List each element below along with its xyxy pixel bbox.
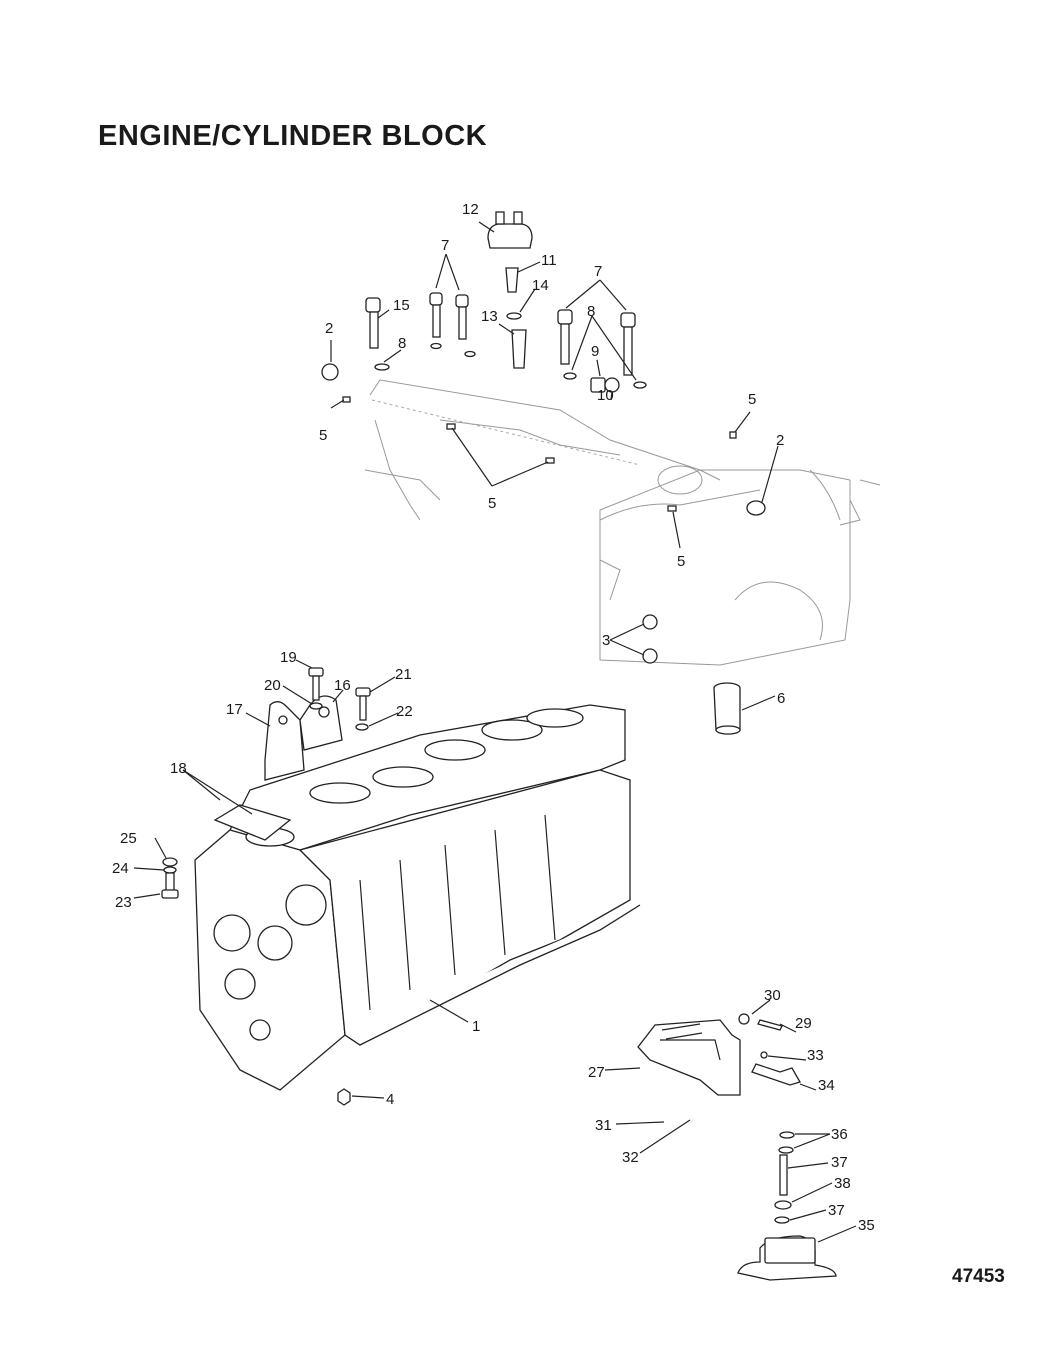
callout-8: 8 <box>587 303 595 320</box>
plug-3 <box>642 648 658 664</box>
callout-9: 9 <box>591 343 599 360</box>
callout-31: 32 <box>622 1149 639 1166</box>
callout-7: 7 <box>441 237 449 254</box>
callout-23: 23 <box>115 894 132 911</box>
injector <box>557 309 573 365</box>
fitting-13 <box>511 329 527 369</box>
injector-group <box>365 292 636 376</box>
washer <box>633 381 647 389</box>
lifting-bracket <box>264 695 343 781</box>
callout-25: 25 <box>120 830 137 847</box>
callout-38: 38 <box>834 1175 851 1192</box>
washer <box>430 342 442 350</box>
callout-2: 2 <box>776 432 784 449</box>
callout-5: 5 <box>677 553 685 570</box>
callout-2: 2 <box>325 320 333 337</box>
callout-7: 7 <box>594 263 602 280</box>
callout-19: 19 <box>280 649 297 666</box>
callout-24: 24 <box>112 860 129 877</box>
plate-18 <box>213 804 292 841</box>
injector-part-15 <box>365 297 381 349</box>
plug-3 <box>642 614 658 630</box>
callout-27: 27 <box>588 1064 605 1081</box>
callout-12: 12 <box>462 201 479 218</box>
callout-22: 22 <box>396 703 413 720</box>
sleeve-6 <box>713 682 741 735</box>
callout-37: 37 <box>828 1202 845 1219</box>
washer-14 <box>506 312 522 320</box>
washer-24 <box>163 866 177 874</box>
callout-36: 37 <box>831 1154 848 1171</box>
callout-15: 15 <box>393 297 410 314</box>
callout-5: 5 <box>488 495 496 512</box>
callout-18: 18 <box>170 760 187 777</box>
washer <box>563 372 577 380</box>
callout-30: 31 <box>595 1117 612 1134</box>
callout-21: 21 <box>395 666 412 683</box>
fitting-11 <box>505 267 519 293</box>
plug-2-right <box>746 500 766 516</box>
bolt-23 <box>161 872 179 899</box>
sender-unit <box>487 211 533 249</box>
washer <box>464 350 476 358</box>
plug-5-group <box>342 396 737 512</box>
injector <box>620 312 636 376</box>
callout-8: 8 <box>398 335 406 352</box>
callout-29: 30 <box>764 987 781 1004</box>
callout-32: 33 <box>807 1047 824 1064</box>
engine-mount-assembly <box>637 1013 837 1281</box>
cylinder-head-assembly <box>364 379 881 666</box>
washer-20 <box>309 702 323 710</box>
plug-2-upper <box>321 363 339 381</box>
washer-group <box>374 342 647 389</box>
callout-17: 17 <box>226 701 243 718</box>
callout-33: 34 <box>818 1077 835 1094</box>
callout-5: 5 <box>319 427 327 444</box>
washer-25 <box>162 857 178 867</box>
callout-3: 3 <box>602 632 610 649</box>
bolt-19 <box>308 667 324 701</box>
callout-6: 6 <box>777 690 785 707</box>
injector <box>455 294 469 340</box>
nut-4 <box>337 1088 351 1106</box>
washer <box>374 363 390 371</box>
callout-11: 11 <box>541 252 557 269</box>
cylinder-block <box>194 704 641 1091</box>
bolt-21 <box>355 687 371 721</box>
leader-lines <box>133 221 857 1243</box>
callout-10: 10 <box>597 387 614 404</box>
callout-28: 29 <box>795 1015 812 1032</box>
callout-16: 16 <box>334 677 351 694</box>
figure-number: 47453 <box>952 1266 1005 1287</box>
injector <box>429 292 443 338</box>
callout-labels: 12 11 14 13 7 7 15 8 8 9 10 2 2 5 5 5 5 … <box>112 201 875 1234</box>
washer-22 <box>355 723 369 731</box>
callout-14: 14 <box>532 277 549 294</box>
callout-20: 20 <box>264 677 281 694</box>
callout-34: 35 <box>858 1217 875 1234</box>
callout-35: 36 <box>831 1126 848 1143</box>
diagram-title: ENGINE/CYLINDER BLOCK <box>98 120 488 152</box>
callout-13: 13 <box>481 308 498 325</box>
callout-1: 1 <box>472 1018 480 1035</box>
callout-4: 4 <box>386 1091 394 1108</box>
callout-5: 5 <box>748 391 756 408</box>
